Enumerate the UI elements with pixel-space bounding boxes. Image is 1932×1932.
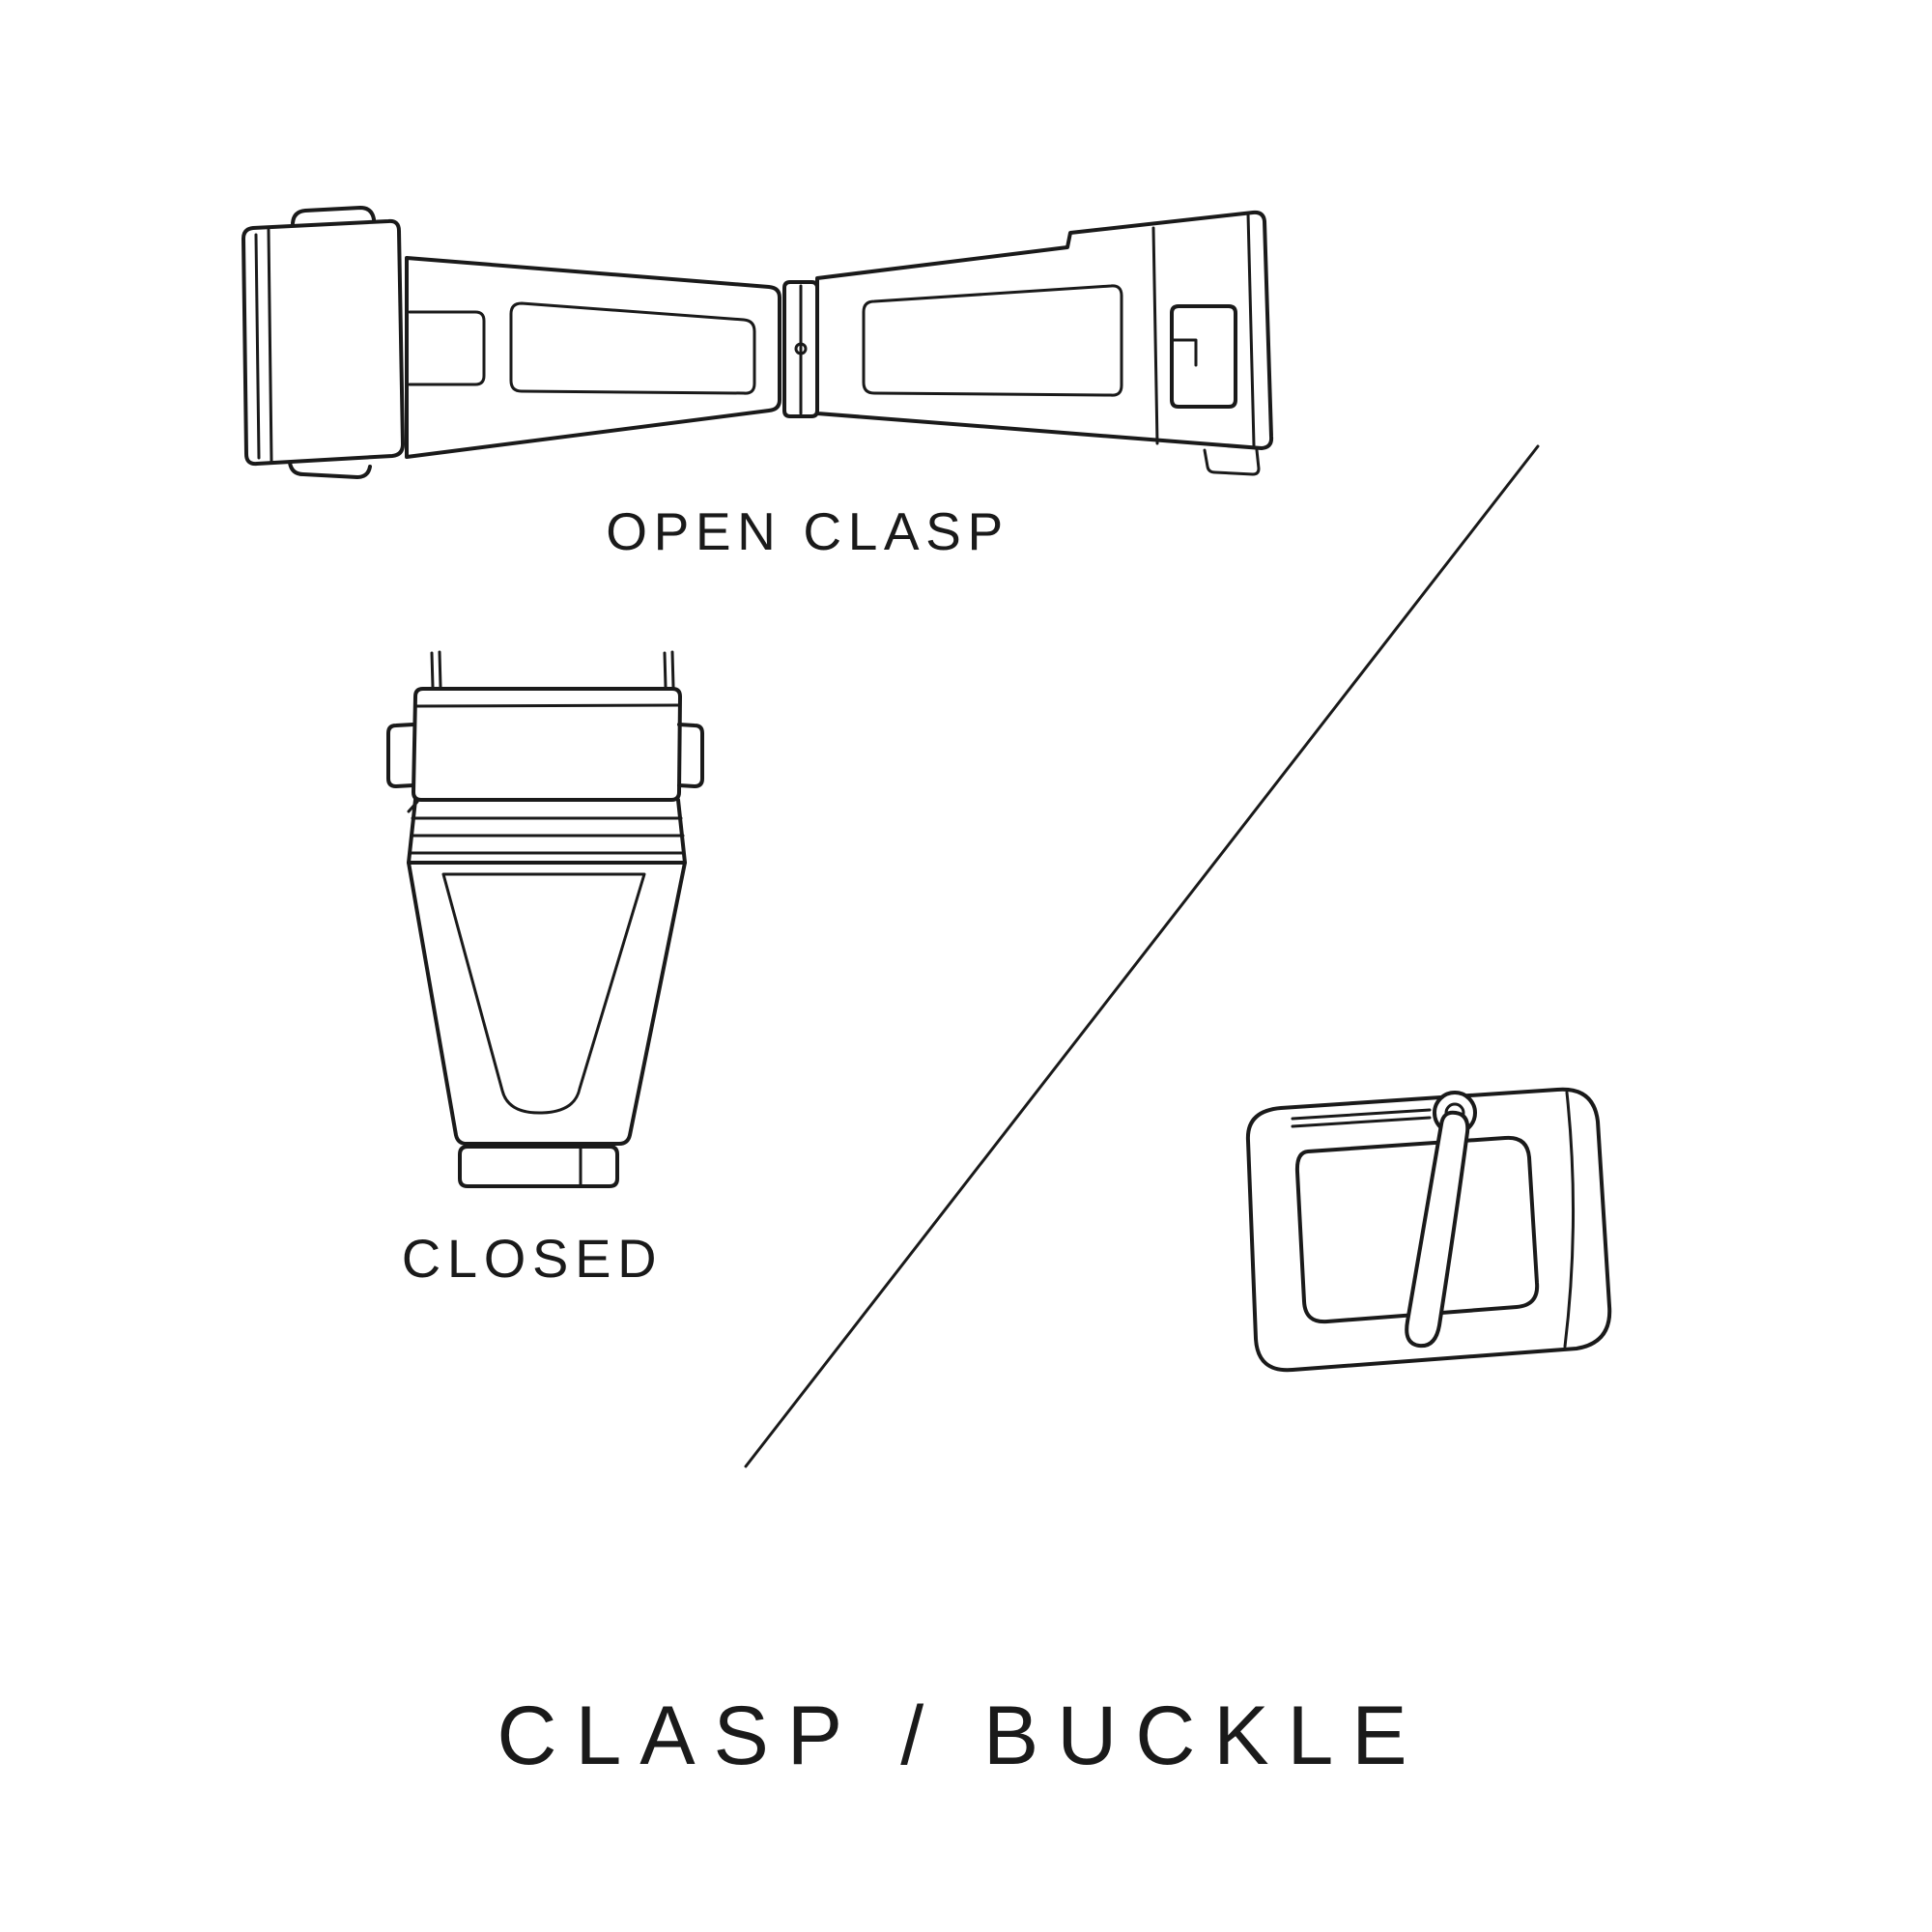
divider-line	[744, 444, 1540, 1468]
closed-clasp-illustration	[386, 650, 704, 1188]
pin-buckle-illustration	[1245, 1087, 1612, 1373]
open-clasp-illustration	[242, 206, 1274, 479]
closed-clasp-label: CLOSED	[401, 1228, 664, 1289]
page-title: CLASP / BUCKLE	[497, 1690, 1426, 1782]
open-clasp-label: OPEN CLASP	[606, 501, 1009, 561]
